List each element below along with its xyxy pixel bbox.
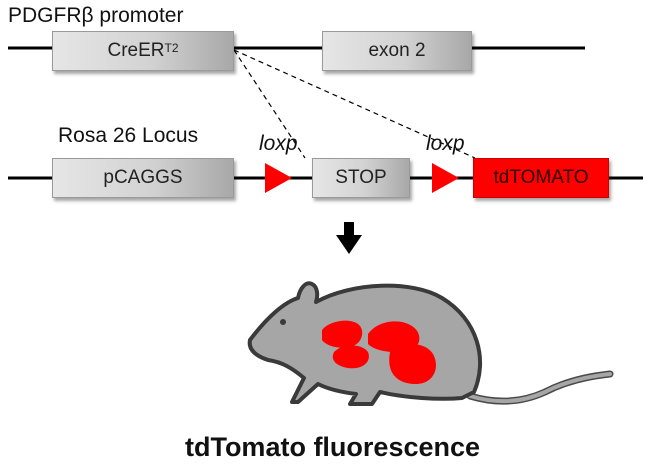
fluorescence-patch-3 (368, 321, 420, 352)
fluorescence-patch-1 (322, 320, 363, 348)
exon-2-box: exon 2 (322, 31, 472, 71)
promoter-label: PDGFRβ promoter (8, 4, 184, 27)
stop-box: STOP (312, 158, 410, 198)
fluorescence-patch-2 (332, 345, 369, 369)
fluorescence-patch-4 (389, 344, 436, 384)
locus-label: Rosa 26 Locus (58, 124, 199, 147)
caption: tdTomato fluorescence (184, 432, 481, 462)
insertion-dash-left (233, 49, 306, 159)
creer-label: CreER (107, 40, 165, 61)
creer-superscript: T2 (164, 41, 179, 55)
insertion-dash-right (233, 49, 476, 159)
loxp-label-1: loxp (259, 132, 298, 155)
mouse-illustration (247, 281, 614, 406)
pcaggs-box: pCAGGS (52, 158, 234, 198)
loxp-label-2: loxp (426, 132, 465, 155)
tdtomato-box: tdTOMATO (473, 158, 609, 198)
loxp-triangle-1 (265, 163, 292, 193)
loxp-triangle-2 (432, 163, 459, 193)
down-arrow-icon (336, 222, 362, 254)
